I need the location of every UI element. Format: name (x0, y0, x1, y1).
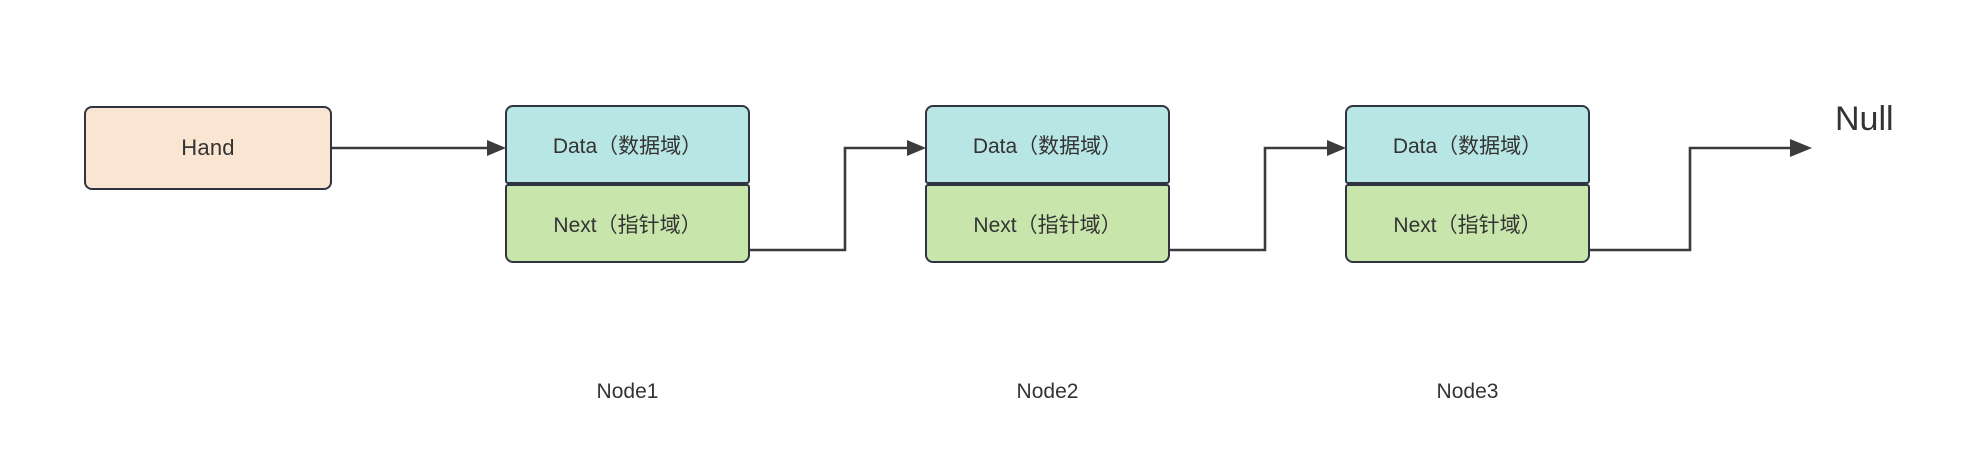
node-data-cell[interactable]: Data（数据域） (1345, 105, 1590, 184)
node-next-cell[interactable]: Next（指针域） (925, 184, 1170, 263)
null-terminator-label: Null (1835, 100, 1894, 138)
node-data-cell[interactable]: Data（数据域） (925, 105, 1170, 184)
head-pointer-box[interactable]: Hand (84, 106, 332, 190)
connector-node3-to-null (1590, 139, 1812, 252)
node-caption: Node1 (596, 380, 659, 403)
connector-node1-to-node2 (750, 140, 926, 252)
node-next-cell[interactable]: Next（指针域） (1345, 184, 1590, 263)
connector-node2-to-node3 (1170, 140, 1346, 252)
node-data-cell[interactable]: Data（数据域） (505, 105, 750, 184)
node-caption: Node2 (1016, 380, 1079, 403)
node-next-cell[interactable]: Next（指针域） (505, 184, 750, 263)
node-caption: Node3 (1436, 380, 1499, 403)
connector-hand-to-node1 (332, 140, 506, 156)
